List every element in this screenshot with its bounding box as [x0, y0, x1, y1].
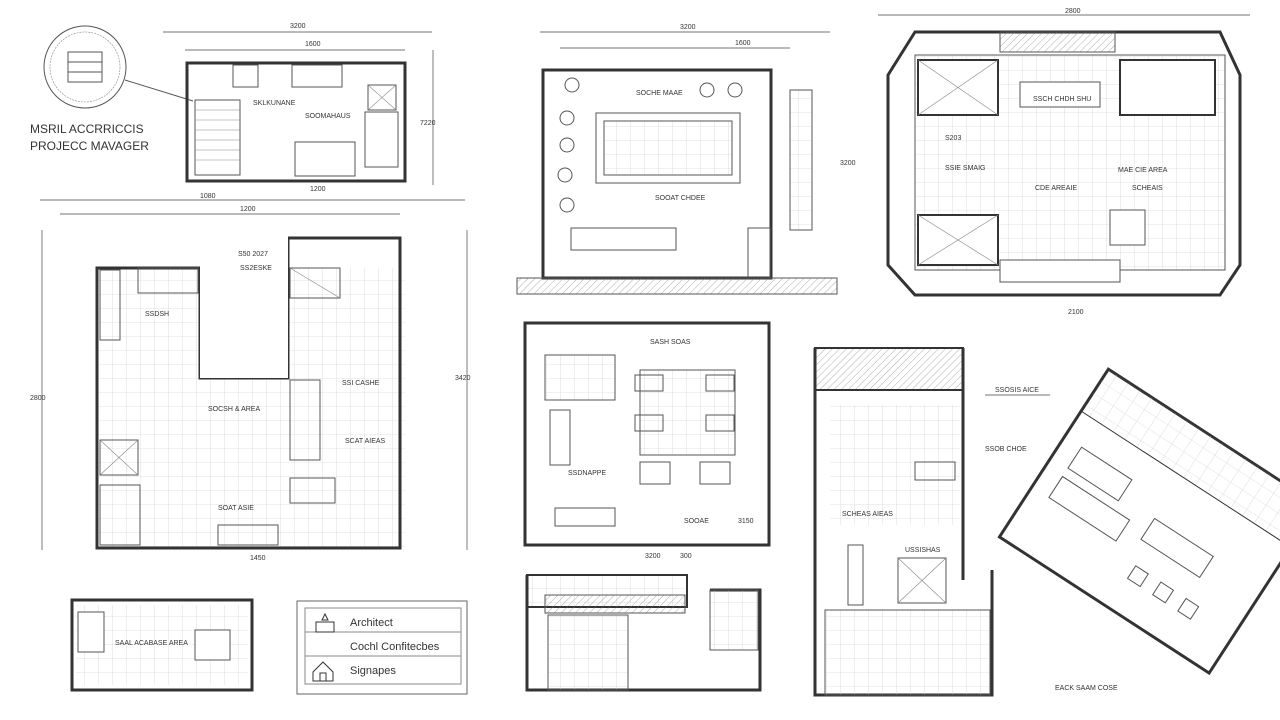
dim-label: 1080 — [200, 193, 216, 200]
room-label: USSISHAS — [905, 547, 941, 554]
house-icon — [312, 661, 334, 682]
floor-plan-b: 3200 1600 3200 SOCHE MAAE SOOAT CHDEE — [516, 24, 856, 295]
architect-icon — [315, 612, 335, 633]
dim-label: 3200 — [645, 553, 661, 560]
room-label: SSI CASHE — [342, 380, 380, 387]
floor-plan-c: 2800 2100 SSCH CHDH SHU S203 SSIE SMAIG … — [878, 8, 1250, 316]
dim-label: 1600 — [735, 40, 751, 47]
seal-stamp-icon — [43, 25, 194, 109]
dim-label: 1450 — [250, 555, 266, 562]
room-label: SOCSH & AREA — [208, 406, 260, 413]
room-label: SS2ESKE — [240, 265, 272, 272]
dim-label: 2800 — [1065, 8, 1081, 15]
room-label: CDE AREAIE — [1035, 185, 1077, 192]
room-label: SOOAT CHDEE — [655, 195, 706, 202]
dim-label: 3200 — [680, 24, 696, 31]
floor-plan-e: SASH SOAS SSDNAPPE SOOAE 3200 300 3150 — [523, 321, 771, 560]
floor-plan-f: SSOSIS AICE SSOB CHOE SCHEAS AIEAS USSIS… — [813, 347, 1118, 697]
legend-item-label: Cochl Confitecbes — [350, 641, 440, 653]
firm-name: MSRIL ACCRRICCIS — [30, 122, 144, 136]
room-label: SCHEAS AIEAS — [842, 511, 893, 518]
dim-label: 1200 — [240, 206, 256, 213]
floor-plan-d: 1080 1200 2800 3420 1450 S50 2027 SS2ESK… — [30, 193, 471, 562]
floor-plan-g: SAAL ACABASE AREA — [70, 598, 254, 692]
room-label: EACK SAAM COSE — [1055, 685, 1118, 692]
room-label: S50 2027 — [238, 251, 268, 258]
room-label: SCAT AIEAS — [345, 438, 386, 445]
room-label: SSCH CHDH SHU — [1033, 96, 1091, 103]
room-label: SSOB CHOE — [985, 446, 1027, 453]
legend-item-label: Architect — [350, 617, 393, 629]
dim-label: 3150 — [738, 518, 754, 525]
title-block: MSRIL ACCRRICCIS PROJECC MAVAGER — [30, 25, 194, 153]
room-label: SCHEAIS — [1132, 185, 1163, 192]
room-label: MAE CIE AREA — [1118, 167, 1168, 174]
dim-label: 1600 — [305, 41, 321, 48]
project-manager: PROJECC MAVAGER — [30, 139, 149, 153]
dim-label: 1200 — [310, 186, 326, 193]
legend-item-label: Signapes — [350, 665, 396, 677]
floor-plan-rotated — [997, 367, 1280, 676]
dim-label: 2800 — [30, 395, 46, 402]
room-label: SAAL ACABASE AREA — [115, 640, 188, 647]
dim-label: 3200 — [290, 23, 306, 30]
dim-label: 2100 — [1068, 309, 1084, 316]
dim-label: 3420 — [455, 375, 471, 382]
floor-plan-h — [525, 574, 762, 692]
legend: Architect Cochl Confitecbes Signapes — [296, 600, 468, 695]
floor-plan-a: 3200 1600 7220 1200 SKLKUNANE SOOMAHAUS — [163, 23, 436, 193]
room-label: SOCHE MAAE — [636, 90, 683, 97]
room-label: SSIE SMAIG — [945, 165, 985, 172]
room-label: SSOSIS AICE — [995, 387, 1039, 394]
room-label: SASH SOAS — [650, 339, 691, 346]
room-label: SOOAE — [684, 518, 709, 525]
room-label: S203 — [945, 135, 961, 142]
dim-label: 300 — [680, 553, 692, 560]
room-label: SOOMAHAUS — [305, 113, 351, 120]
room-label: SKLKUNANE — [253, 100, 296, 107]
room-label: SSDNAPPE — [568, 470, 606, 477]
dim-label: 7220 — [420, 120, 436, 127]
room-label: SOAT ASIE — [218, 505, 254, 512]
room-label: SSDSH — [145, 311, 169, 318]
dim-label: 3200 — [840, 160, 856, 167]
